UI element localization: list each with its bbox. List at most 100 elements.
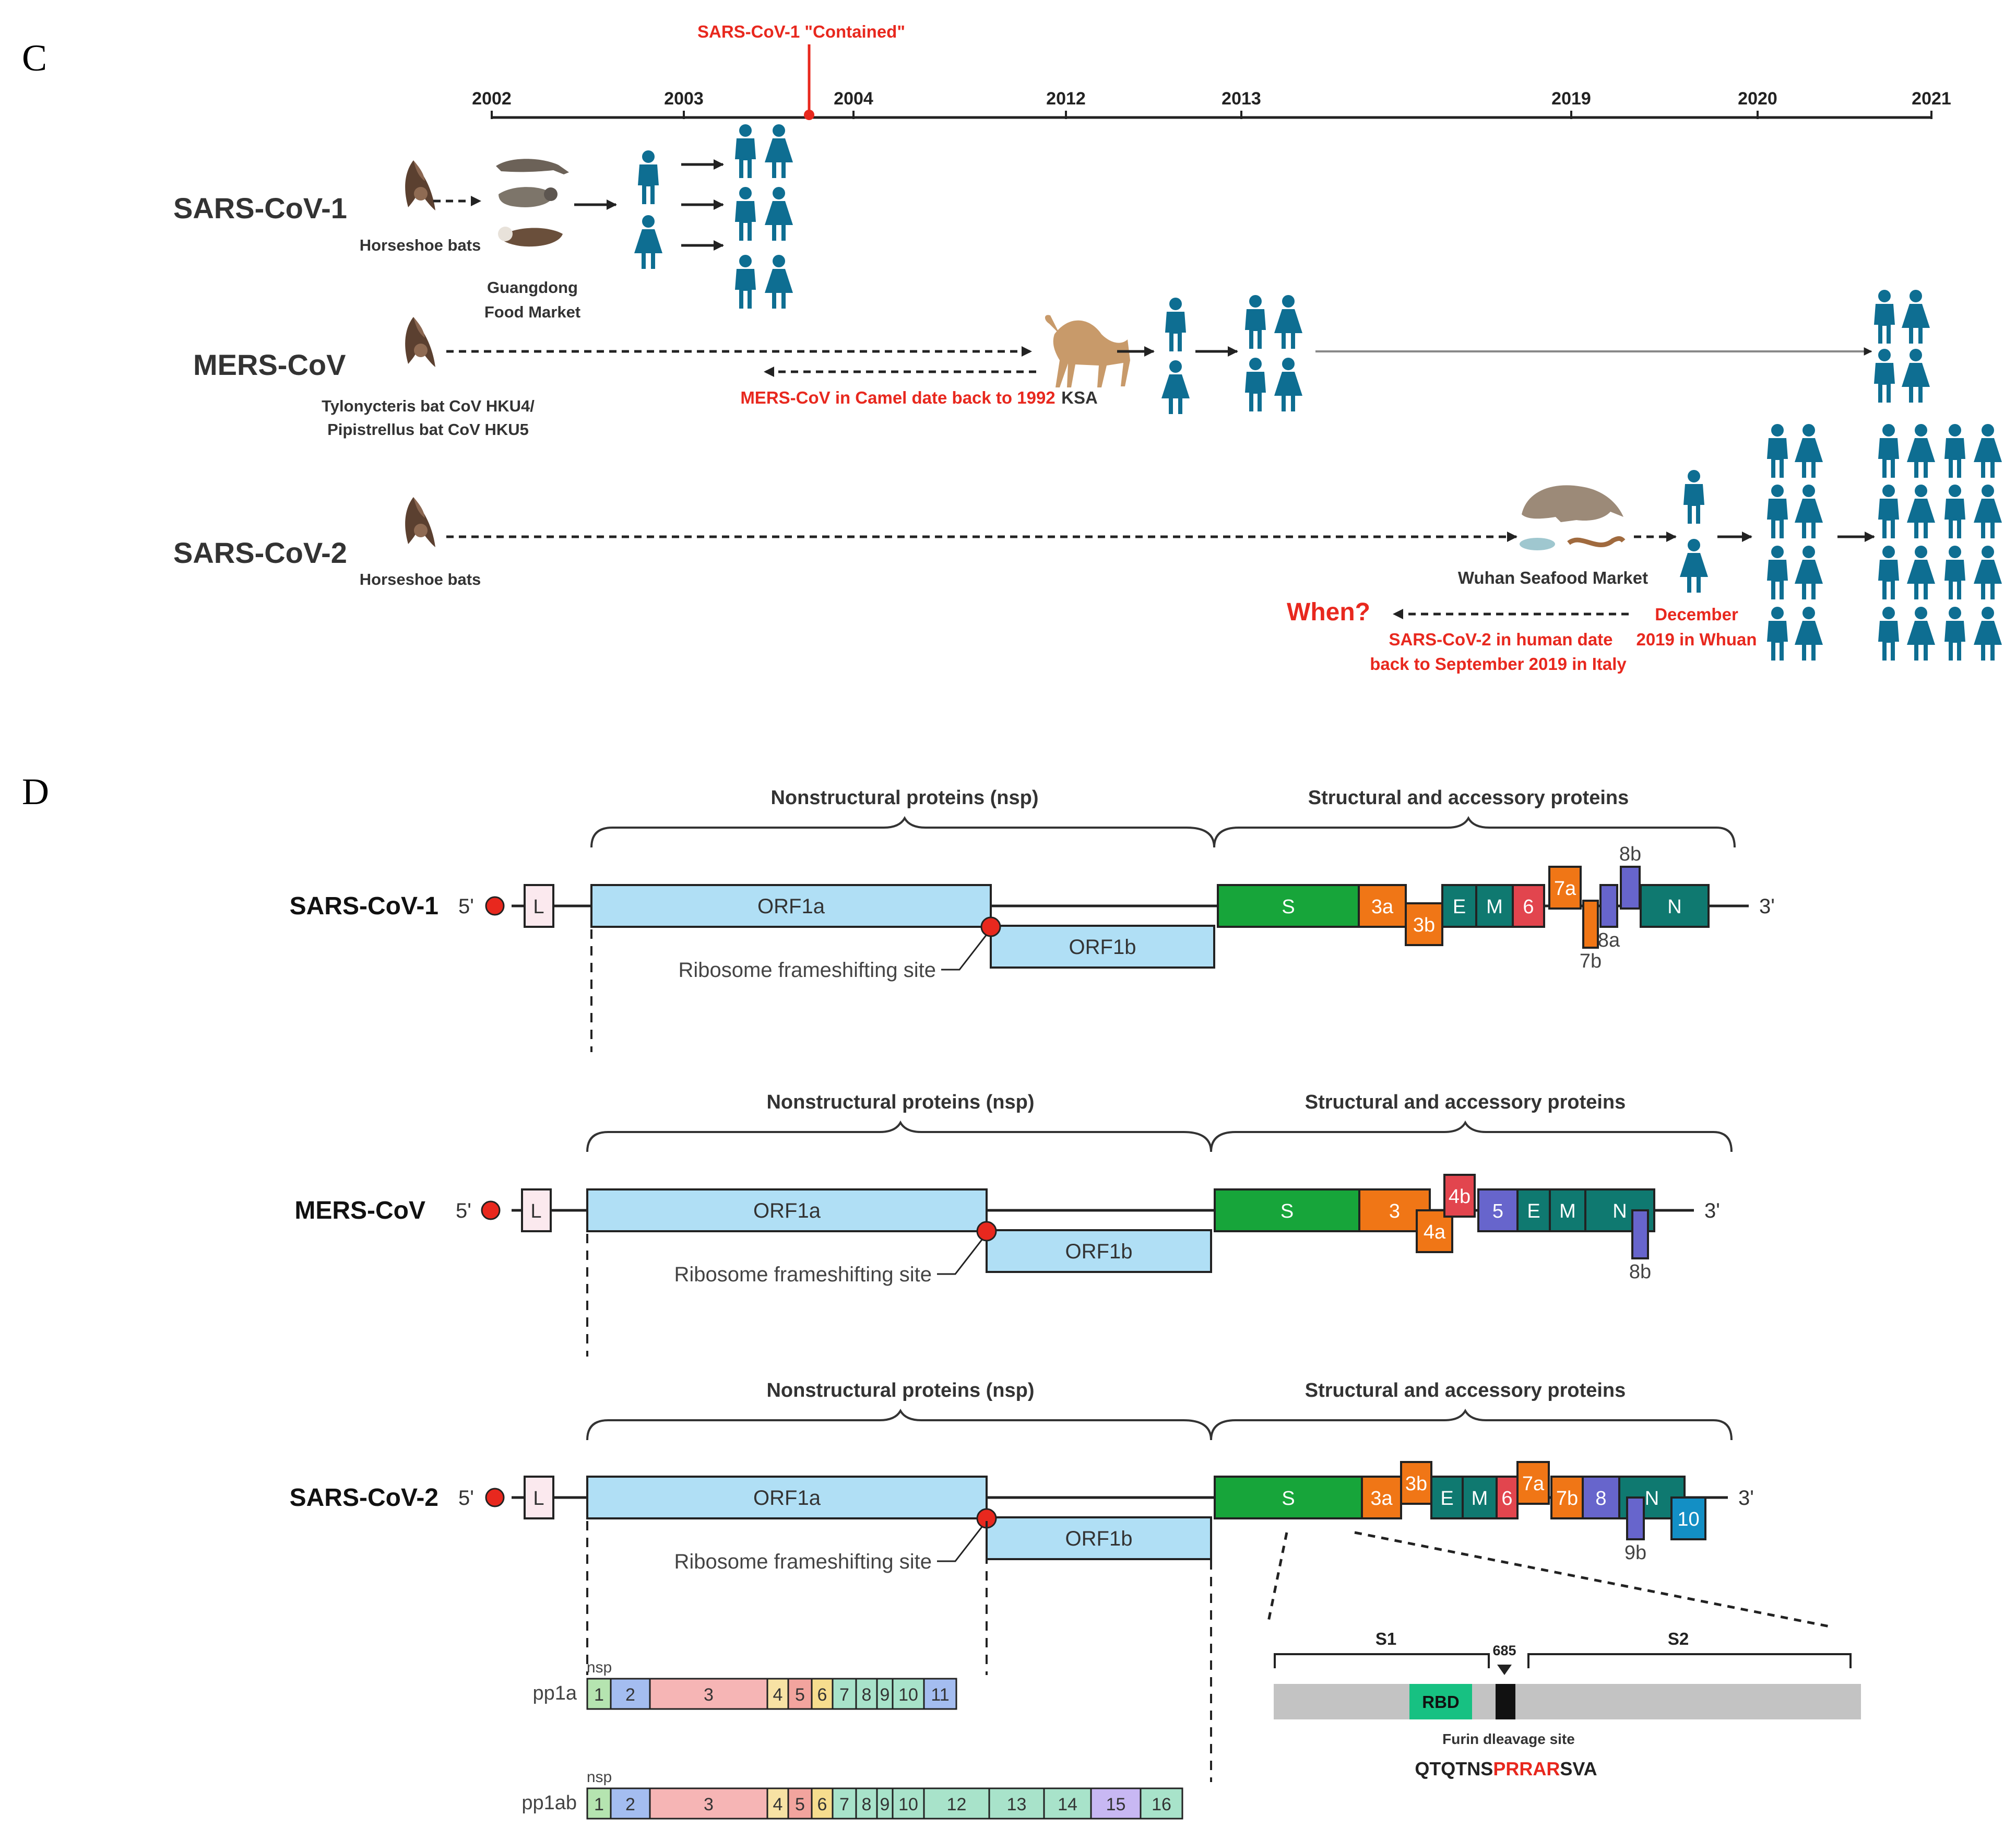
struct-brace — [1210, 1408, 1733, 1441]
gene-8b — [1631, 1209, 1649, 1259]
panel-c-label: C — [22, 37, 47, 79]
mers-ksa: KSA — [1061, 388, 1098, 407]
nsp-number: 6 — [817, 1795, 827, 1814]
orf1a-label: ORF1a — [753, 1487, 821, 1510]
year-label: 2004 — [834, 89, 873, 109]
orf1a-label: ORF1a — [757, 895, 825, 918]
nsp-header: Nonstructural proteins (nsp) — [766, 1091, 1034, 1113]
nsp-number: 9 — [880, 1795, 890, 1814]
leader-label: L — [530, 1200, 541, 1222]
gene-5 — [1477, 1188, 1519, 1232]
mers-bat-line1: Tylonycteris bat CoV HKU4/ — [322, 397, 535, 415]
nsp-box — [586, 1678, 612, 1710]
frameshift-pointer — [941, 934, 988, 971]
nsp-number: 1 — [594, 1795, 604, 1814]
nsp-header: Nonstructural proteins (nsp) — [766, 1380, 1034, 1401]
gene-label: N — [1667, 896, 1681, 918]
wuhan-line2: 2019 in Whuan — [1636, 630, 1757, 649]
pp1a-label: pp1a — [532, 1682, 577, 1704]
gene-4a — [1416, 1209, 1453, 1253]
nsp-box — [787, 1787, 813, 1820]
gene-label: 7b — [1580, 950, 1602, 972]
nsp-box — [988, 1787, 1045, 1820]
seq-part-a: QTQTNS — [1415, 1758, 1493, 1779]
orf1b-label: ORF1b — [1065, 1240, 1133, 1263]
gene-label: 6 — [1523, 896, 1534, 918]
nsp-number: 8 — [862, 1795, 872, 1814]
nsp-label: nsp — [587, 1769, 612, 1786]
nsp-number: 15 — [1106, 1795, 1126, 1814]
nsp-number: 5 — [795, 1685, 805, 1705]
gene-7a — [1516, 1461, 1550, 1505]
nsp-box — [892, 1678, 925, 1710]
nsp-number: 1 — [594, 1685, 604, 1705]
orf1b-label: ORF1b — [1065, 1527, 1133, 1550]
sars1-market-line2: Food Market — [484, 303, 580, 321]
genome-name: SARS-CoV-2 — [290, 1484, 438, 1512]
year-label: 2021 — [1912, 89, 1951, 109]
gene-label: S — [1282, 1488, 1295, 1510]
frameshift-marker — [976, 1221, 997, 1242]
gene-label: 3a — [1370, 1488, 1393, 1510]
s2-label: S2 — [1668, 1629, 1689, 1648]
orf1b-box — [990, 925, 1215, 969]
bat-icon — [405, 317, 435, 367]
s1-label: S1 — [1375, 1629, 1396, 1648]
gene-label: 4a — [1424, 1221, 1446, 1243]
year-label: 2012 — [1046, 89, 1086, 109]
cleavage-position: 685 — [1492, 1643, 1516, 1658]
bat-icon — [405, 497, 435, 547]
nsp-number: 13 — [1007, 1795, 1027, 1814]
nsp-number: 2 — [625, 1795, 635, 1814]
gene-label: M — [1472, 1488, 1488, 1510]
mers-bat-line2: Pipistrellus bat CoV HKU5 — [327, 420, 529, 439]
gene-7b — [1582, 900, 1599, 949]
pp1ab-label: pp1ab — [521, 1792, 577, 1814]
nsp-brace — [590, 816, 1215, 848]
year-label: 2013 — [1222, 89, 1261, 109]
three-prime: 3' — [1704, 1199, 1720, 1222]
nsp-box — [610, 1678, 651, 1710]
year-label: 2019 — [1551, 89, 1591, 109]
nsp-box — [1140, 1787, 1183, 1820]
nsp-number: 6 — [817, 1685, 827, 1705]
gene-6 — [1512, 884, 1545, 928]
gene-label: 3 — [1389, 1200, 1400, 1222]
nsp-box — [1043, 1787, 1092, 1820]
seq-part-b: PRRAR — [1493, 1758, 1560, 1779]
gene-label: 8 — [1595, 1488, 1606, 1510]
mers-transmission: Tylonycteris bat CoV HKU4/ Pipistrellus … — [322, 290, 1930, 439]
gene-label: S — [1282, 896, 1295, 918]
gene-9b — [1626, 1496, 1645, 1540]
rbd-label: RBD — [1422, 1692, 1460, 1712]
nsp-number: 9 — [880, 1685, 890, 1705]
gene-label: M — [1559, 1200, 1576, 1222]
gene-label: N — [1645, 1488, 1659, 1510]
gene-m — [1462, 1476, 1498, 1519]
nsp-header: Nonstructural proteins (nsp) — [770, 787, 1038, 809]
seq-part-c: SVA — [1560, 1758, 1597, 1779]
struct-brace — [1213, 816, 1736, 848]
gene-label: M — [1486, 896, 1503, 918]
gene-label: 8b — [1629, 1261, 1651, 1283]
nsp-box — [923, 1678, 957, 1710]
nsp-box — [923, 1787, 990, 1820]
genome-sars-cov-1: Nonstructural proteins (nsp)Structural a… — [290, 787, 1775, 1052]
leader-box — [524, 884, 554, 928]
nsp-brace — [586, 1408, 1212, 1441]
year-label: 2002 — [472, 89, 512, 109]
year-label: 2020 — [1738, 89, 1777, 109]
gene-label: 5 — [1492, 1200, 1503, 1222]
orf1b-label: ORF1b — [1069, 936, 1136, 959]
virus-name-sars2: SARS-CoV-2 — [173, 536, 347, 569]
sars2-transmission: Horseshoe bats Wuhan Seafood Market When… — [360, 424, 2002, 674]
gene-8b — [1620, 866, 1641, 910]
leader-label: L — [533, 1488, 544, 1510]
gene-label: 8b — [1619, 843, 1641, 865]
nsp-number: 3 — [704, 1795, 714, 1814]
sars2-market: Wuhan Seafood Market — [1458, 568, 1648, 587]
cap-marker — [485, 1488, 505, 1507]
gene-3b — [1405, 902, 1443, 946]
gene-label: S — [1280, 1200, 1294, 1222]
